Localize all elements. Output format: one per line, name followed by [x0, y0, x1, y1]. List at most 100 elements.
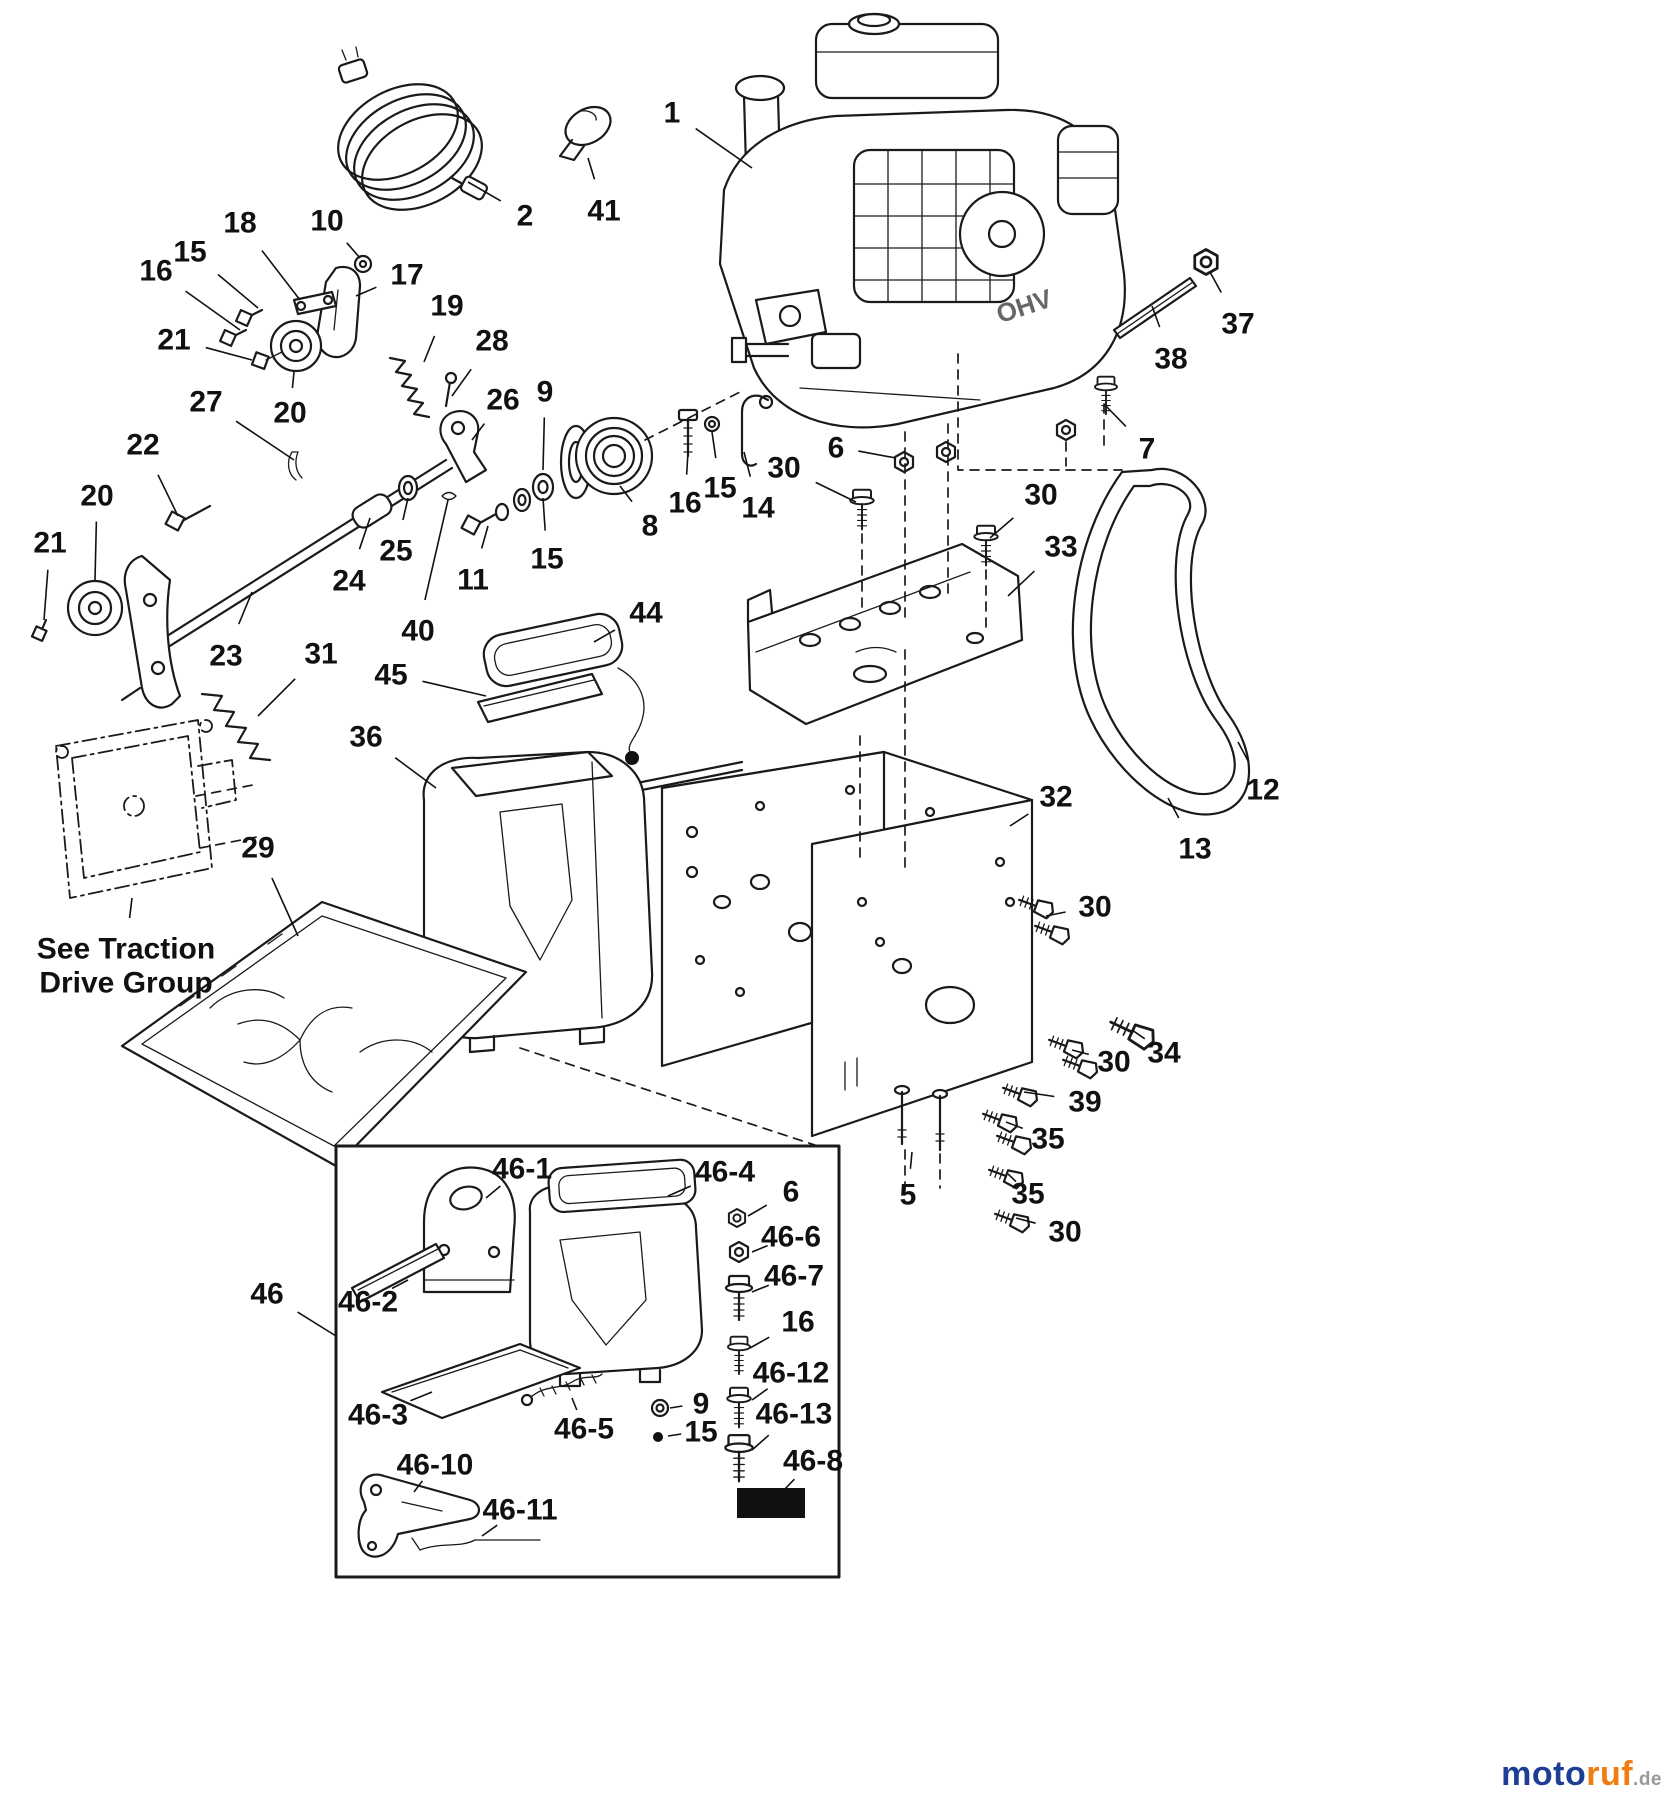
- nut-6-icon: [893, 450, 915, 474]
- fastener-cluster: [849, 375, 1160, 1235]
- watermark-domain: .de: [1633, 1769, 1662, 1790]
- watermark-moto: moto: [1501, 1755, 1587, 1793]
- leader-line: [355, 286, 377, 297]
- part-label-38: 38: [1154, 343, 1187, 376]
- leader-line: [989, 517, 1014, 539]
- leader-line: [485, 1185, 501, 1199]
- part-label-11: 11: [457, 564, 489, 597]
- leader-line: [695, 127, 753, 169]
- part-label-10: 10: [310, 205, 343, 238]
- nut-46-6-icon: [728, 1240, 750, 1264]
- leader-line: [1151, 305, 1161, 328]
- engine-mount-plate: [746, 542, 1024, 726]
- traction-drive-plate: [55, 719, 237, 899]
- leader-line: [235, 420, 295, 461]
- part-label-46-10: 46-10: [397, 1449, 474, 1482]
- leader-line: [1103, 403, 1127, 427]
- part-label-46-11: 46-11: [482, 1494, 557, 1527]
- power-cord-illustration: [337, 46, 489, 211]
- leader-line: [749, 1336, 770, 1349]
- leader-line: [94, 521, 98, 581]
- part-label-20: 20: [80, 480, 113, 513]
- part-label-6: 6: [783, 1176, 800, 1209]
- leader-line: [1009, 813, 1029, 827]
- leader-line: [593, 629, 616, 643]
- leader-line: [711, 431, 717, 459]
- part-label-30: 30: [1048, 1216, 1081, 1249]
- leader-line: [909, 1151, 913, 1169]
- primer-bulb-illustration: [558, 105, 612, 162]
- leader-line: [669, 1405, 683, 1409]
- part-label-46-13: 46-13: [756, 1398, 833, 1431]
- leader-line: [157, 474, 179, 517]
- leader-line: [1167, 797, 1180, 819]
- leader-line: [481, 1524, 498, 1537]
- foam-pads: [476, 612, 645, 765]
- watermark-ruf: ruf: [1586, 1755, 1634, 1793]
- leader-line: [391, 1279, 409, 1290]
- part-label-46-12: 46-12: [753, 1357, 830, 1390]
- inset-box-46: [334, 1144, 841, 1579]
- part-label-16: 16: [781, 1306, 814, 1339]
- brake-rod-hardware: [677, 394, 774, 467]
- pad-46-8: [737, 1488, 805, 1518]
- part-label-35: 35: [1011, 1178, 1044, 1211]
- bottom-pan: [120, 900, 528, 1168]
- bolt-35-icon: [979, 1105, 1021, 1135]
- part-label-23: 23: [209, 640, 242, 673]
- leader-line: [751, 1244, 768, 1253]
- leader-line: [1131, 1029, 1146, 1040]
- part-label-34: 34: [1147, 1037, 1181, 1070]
- part-label-21: 21: [33, 527, 66, 560]
- part-label-32: 32: [1039, 781, 1072, 814]
- part-label-46-8: 46-8: [783, 1445, 843, 1478]
- leader-line: [422, 680, 487, 697]
- part-label-18: 18: [223, 207, 256, 240]
- leader-line: [257, 678, 296, 717]
- leader-line: [1237, 741, 1249, 762]
- leader-line: [217, 273, 259, 309]
- bolt-30-icon: [849, 488, 875, 531]
- part-label-46-1: 46-1: [492, 1153, 552, 1186]
- part-label-20: 20: [273, 397, 306, 430]
- part-label-30: 30: [1078, 891, 1111, 924]
- leader-line: [358, 517, 371, 550]
- part-label-27: 27: [189, 386, 222, 419]
- leader-line: [1071, 1049, 1090, 1056]
- leader-line: [751, 1388, 769, 1401]
- bolt-30-icon: [1031, 917, 1073, 947]
- leader-line: [667, 1433, 682, 1437]
- leader-line: [424, 499, 449, 601]
- control-rod-assembly: [30, 410, 488, 762]
- leader-line: [423, 335, 436, 363]
- part-label-19: 19: [430, 290, 463, 323]
- part-label-13: 13: [1178, 833, 1211, 866]
- part-label-30: 30: [767, 452, 800, 485]
- leader-line: [480, 525, 489, 549]
- drive-belt-illustration: [1071, 467, 1251, 816]
- bolt-30-icon: [1045, 1031, 1087, 1061]
- leader-line: [402, 497, 409, 521]
- leader-line: [271, 877, 299, 937]
- leader-line: [238, 591, 253, 625]
- leader-line: [815, 481, 857, 503]
- leader-line: [1005, 1121, 1024, 1130]
- part-label-16: 16: [139, 255, 172, 288]
- part-label-2: 2: [517, 200, 534, 233]
- nut-7-icon: [1055, 418, 1077, 442]
- part-label-7: 7: [1139, 433, 1156, 466]
- part-label-16: 16: [668, 487, 701, 520]
- support-rod-illustration: [1112, 248, 1219, 340]
- part-label-37: 37: [1221, 308, 1254, 341]
- assembly-alignment-lines: [195, 353, 1123, 1193]
- part-label-15: 15: [703, 472, 736, 505]
- leader-line: [467, 181, 502, 202]
- leader-line: [1023, 1091, 1055, 1098]
- part-label-35: 35: [1031, 1123, 1064, 1156]
- leader-line: [185, 290, 241, 331]
- nut-6-icon: [727, 1208, 747, 1228]
- leader-line: [1209, 271, 1222, 293]
- leader-line: [542, 497, 546, 531]
- leader-line: [685, 451, 689, 475]
